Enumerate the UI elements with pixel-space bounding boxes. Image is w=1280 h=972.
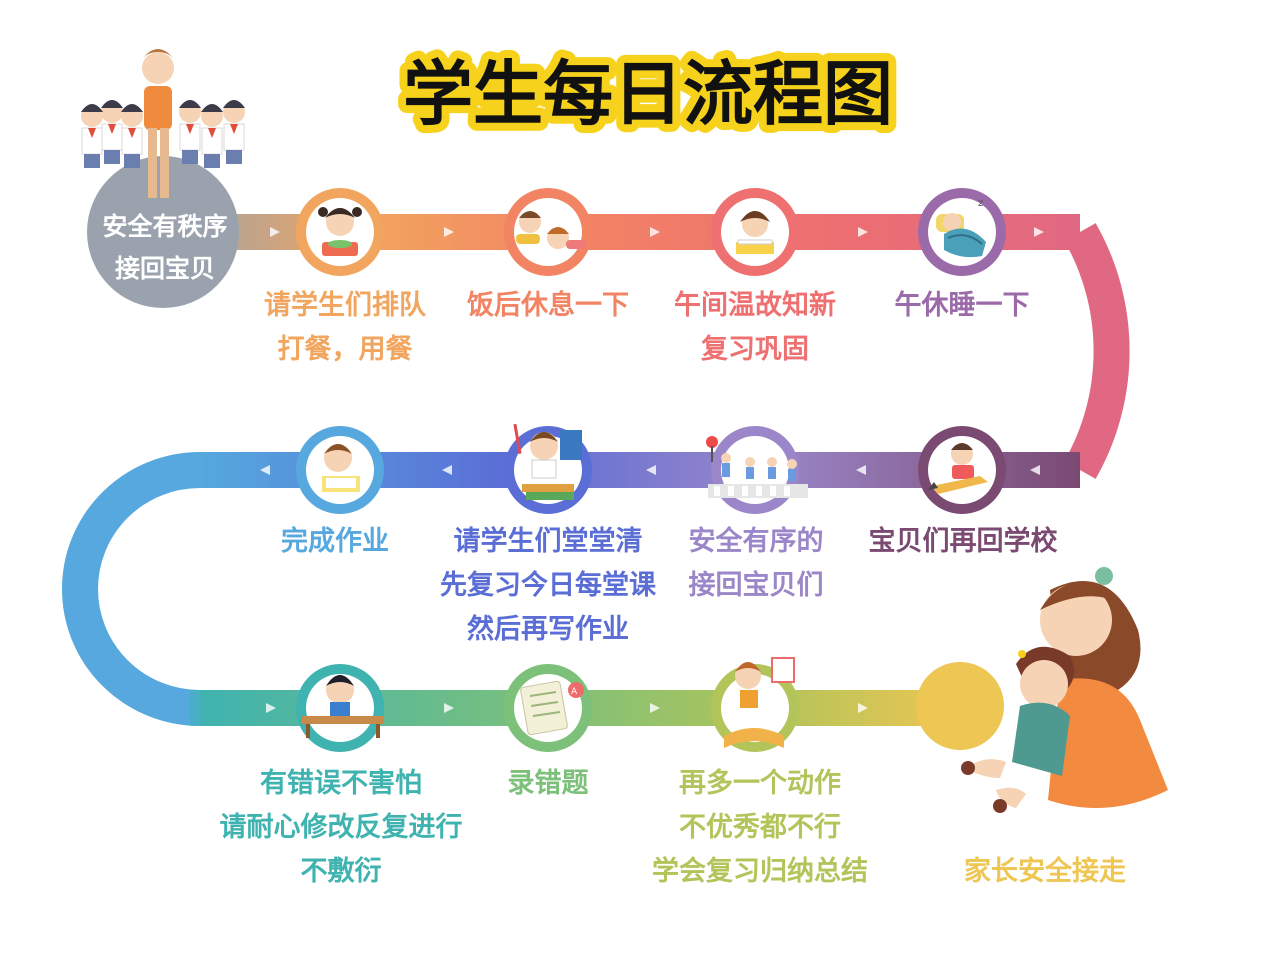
flow-arrows <box>99 227 1204 713</box>
step-label-line: 有错误不害怕 <box>260 768 422 799</box>
step-label-queue-meal: 请学生们排队 打餐，用餐 <box>240 284 450 372</box>
step-node-queue-meal <box>296 188 384 276</box>
girl-eating-icon <box>318 207 362 256</box>
step-label-line: 然后再写作业 <box>467 614 629 645</box>
arrow-right-icon <box>444 227 454 237</box>
step-label-line: 家长安全接走 <box>964 856 1126 887</box>
arrow-right-icon <box>650 227 660 237</box>
arrow-right-icon <box>858 227 868 237</box>
boy-with-book-icon <box>724 657 795 748</box>
step-label-line: 完成作业 <box>281 526 389 557</box>
start-node-circle <box>87 156 239 308</box>
step-label-line: 宝贝们再回学校 <box>868 526 1058 557</box>
step-label-line: 午间温故知新 <box>674 290 836 321</box>
step-label-pick-up-safely: 安全有序的 接回宝贝们 <box>668 520 844 608</box>
step-label-line: 不敷衍 <box>300 856 382 887</box>
start-node <box>81 49 245 308</box>
arrow-left-icon <box>856 465 866 475</box>
step-label-line: 安全有序的 <box>688 526 824 557</box>
arrow-left-icon <box>442 465 452 475</box>
step-node-return-school <box>918 426 1006 514</box>
step-node-finish-homework <box>296 426 384 514</box>
step-label-line: 接回宝贝们 <box>688 570 824 601</box>
kids-resting-icon <box>516 211 586 249</box>
path-curve-right <box>1064 223 1130 479</box>
crosswalk-kids-icon <box>706 436 808 498</box>
girl-reading-icon <box>736 211 774 254</box>
arrow-right-icon <box>270 227 280 237</box>
step-label-line: 请学生们堂堂清 <box>453 526 643 557</box>
path-curve-left <box>62 452 201 726</box>
step-label-rest-after-meal: 饭后休息一下 <box>448 284 648 328</box>
step-label-line: 录错题 <box>507 768 589 799</box>
arrow-right-icon <box>444 703 454 713</box>
step-label-line: 请学生们排队 <box>264 290 426 321</box>
step-label-return-school: 宝贝们再回学校 <box>850 520 1076 564</box>
svg-text:A: A <box>571 687 578 697</box>
start-label: 安全有秩序 接回宝贝 <box>85 206 245 290</box>
step-label-line: 再多一个动作 <box>679 768 841 799</box>
step-node-parent-pickup <box>916 567 1168 813</box>
step-node-record-mistakes: A <box>504 664 592 752</box>
step-label-record-mistakes: 录错题 <box>478 762 618 806</box>
step-node-noon-review <box>711 188 799 276</box>
arrow-down-icon <box>1194 340 1204 350</box>
arrow-right-icon <box>266 703 276 713</box>
page-title-text: 学生每日流程图 <box>403 53 893 135</box>
page-title: 学生每日流程图 学生每日流程图 <box>395 45 901 143</box>
teacher-with-kids-icon <box>81 49 245 198</box>
step-label-line: 饭后休息一下 <box>467 290 629 321</box>
svg-text:z: z <box>978 198 983 209</box>
mother-hugging-child-icon <box>961 567 1168 813</box>
step-node-nap: z <box>918 188 1006 276</box>
step-node-rest-after-meal <box>504 188 592 276</box>
step-node-fix-mistakes <box>296 664 384 752</box>
boy-at-desk-icon <box>302 675 384 738</box>
step-label-line: 先复习今日每堂课 <box>440 570 656 601</box>
boy-on-pencil-icon <box>928 443 988 494</box>
step-label-clear-in-class: 请学生们堂堂清 先复习今日每堂课 然后再写作业 <box>420 520 676 652</box>
start-label-line-2: 接回宝贝 <box>114 254 215 283</box>
step-label-line: 不优秀都不行 <box>679 812 841 843</box>
step-label-finish-homework: 完成作业 <box>260 520 410 564</box>
step-label-one-more-action: 再多一个动作 不优秀都不行 学会复习归纳总结 <box>630 762 890 894</box>
exam-paper-icon: A <box>520 680 584 736</box>
step-label-parent-pickup: 家长安全接走 <box>940 850 1150 894</box>
arrow-left-icon <box>646 465 656 475</box>
arrow-right-icon <box>858 703 868 713</box>
step-node-one-more-action <box>711 657 799 752</box>
step-label-fix-mistakes: 有错误不害怕 请耐心修改反复进行 不敷衍 <box>196 762 486 894</box>
step-node-pick-up-safely <box>706 426 808 514</box>
arrow-down-icon <box>99 584 109 594</box>
page-title-outline: 学生每日流程图 <box>403 53 893 135</box>
step-label-noon-review: 午间温故知新 复习巩固 <box>655 284 855 372</box>
boy-writing-icon <box>322 444 360 492</box>
arrow-left-icon <box>260 465 270 475</box>
step-label-line: 学会复习归纳总结 <box>652 856 868 887</box>
step-label-line: 请耐心修改反复进行 <box>219 812 463 843</box>
step-label-line: 复习巩固 <box>701 334 809 365</box>
arrow-right-icon <box>650 703 660 713</box>
step-label-line: 午休睡一下 <box>894 290 1030 321</box>
step-label-nap: 午休睡一下 <box>872 284 1052 328</box>
arrow-right-icon <box>1034 227 1044 237</box>
boy-with-books-icon <box>513 423 582 500</box>
start-label-line-1: 安全有秩序 <box>102 212 228 241</box>
step-label-line: 打餐，用餐 <box>277 334 413 365</box>
step-node-clear-in-class <box>504 423 592 514</box>
arrow-left-icon <box>1030 465 1040 475</box>
child-sleeping-icon: z <box>936 198 986 258</box>
